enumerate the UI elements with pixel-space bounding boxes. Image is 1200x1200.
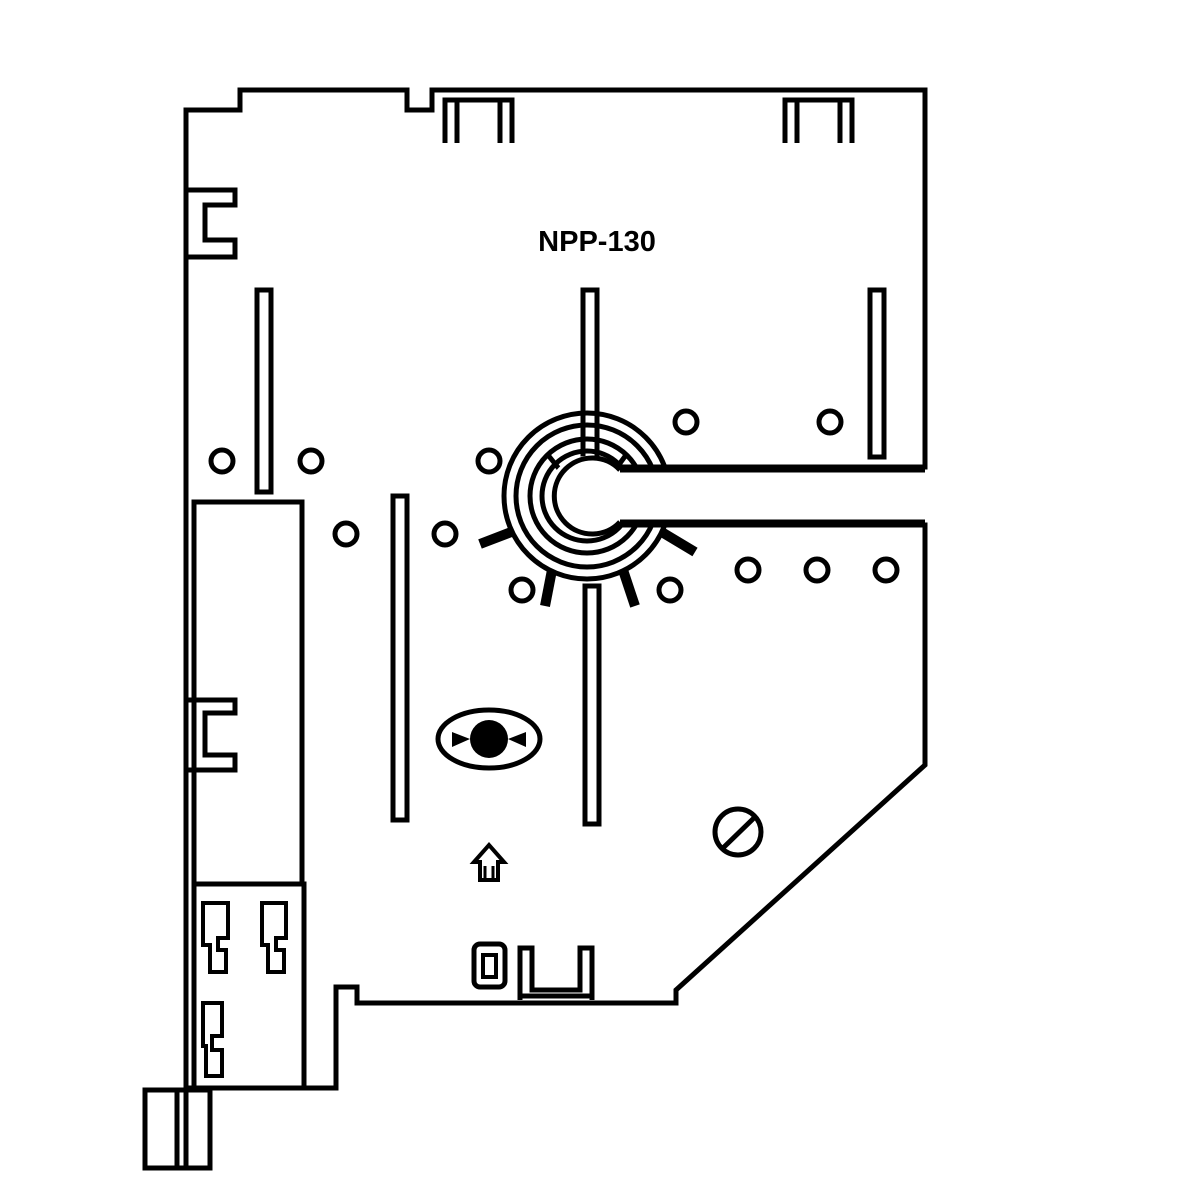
hole-6 xyxy=(332,520,360,548)
screw-head-icon xyxy=(712,806,764,858)
left-clip-lower xyxy=(186,697,238,773)
hole-11 xyxy=(803,556,831,584)
connector-divider xyxy=(174,1088,189,1168)
hole-1 xyxy=(208,447,236,475)
terminal-1 xyxy=(201,901,230,974)
terminal-2 xyxy=(260,901,288,974)
mounting-holes xyxy=(208,408,900,604)
hole-8 xyxy=(508,576,536,604)
terminal-3 xyxy=(201,1001,224,1078)
bottom-rect-component xyxy=(471,941,508,990)
left-module-box xyxy=(191,499,305,887)
slot-3 xyxy=(867,287,887,460)
hole-9 xyxy=(656,576,684,604)
hole-5 xyxy=(816,408,844,436)
hole-4 xyxy=(672,408,700,436)
hole-12 xyxy=(872,556,900,584)
hole-2 xyxy=(297,447,325,475)
slot-4 xyxy=(390,493,410,823)
bottom-pin-clip xyxy=(517,945,595,1000)
left-clip-upper xyxy=(186,187,238,260)
rotary-switch-icon xyxy=(478,410,927,608)
hole-3 xyxy=(475,447,503,475)
eye-icon xyxy=(435,707,543,771)
left-module-lower xyxy=(191,881,307,1091)
top-pin-clip-right xyxy=(782,97,855,143)
hole-10 xyxy=(734,556,762,584)
top-pin-clip-left xyxy=(442,97,515,143)
hole-7 xyxy=(431,520,459,548)
slot-1 xyxy=(254,287,274,495)
model-label: NPP-130 xyxy=(538,226,656,258)
slot-5 xyxy=(582,583,602,827)
house-arrow-icon xyxy=(469,841,509,882)
